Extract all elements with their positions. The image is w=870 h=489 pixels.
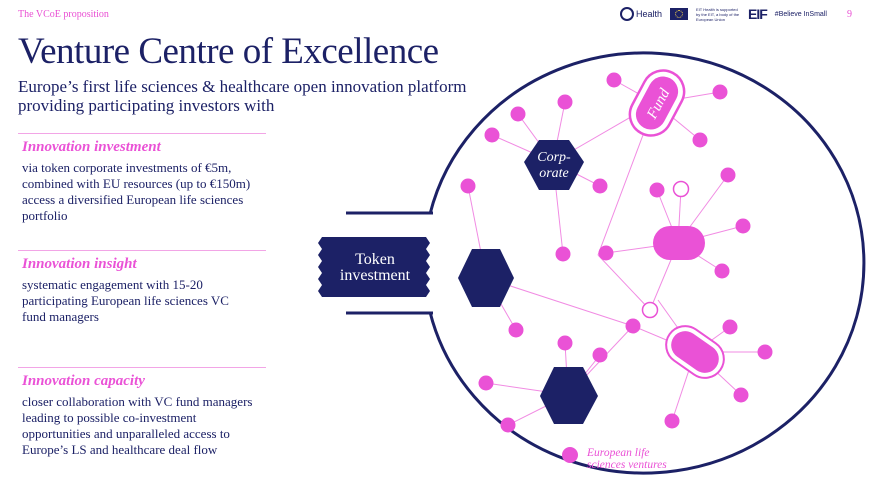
ticket-label-line1: Token (355, 251, 395, 268)
token-ticket (318, 237, 430, 297)
fund-pill-node (665, 325, 725, 379)
venture-dot (712, 84, 728, 100)
believe-in-small-logo: #Believe InSmall (774, 10, 827, 18)
section-label: The VCoE proposition (18, 9, 109, 20)
section-body-investment: via token corporate investments of €5m, … (22, 160, 292, 224)
body-line: combined with EU resources (up to €150m) (22, 176, 251, 191)
eif-logo: EIF (748, 6, 768, 22)
corporate-hexagon (458, 249, 514, 307)
venture-dot (500, 417, 516, 433)
body-line: Europe’s LS and healthcare deal flow (22, 442, 218, 457)
section-divider (18, 133, 266, 134)
body-line: systematic engagement with 15-20 (22, 277, 203, 292)
venture-dot (733, 387, 749, 403)
venture-dot (592, 347, 608, 363)
section-heading-capacity: Innovation capacity (22, 373, 145, 389)
venture-dot (460, 178, 476, 194)
venture-dot (557, 335, 573, 351)
venture-dot (720, 167, 736, 183)
section-body-capacity: closer collaboration with VC fund manage… (22, 394, 292, 458)
venture-dot (510, 106, 526, 122)
legend-dot (562, 447, 578, 463)
venture-dot (484, 127, 500, 143)
venture-dots (460, 72, 773, 433)
eit-ring-icon (620, 7, 634, 21)
body-line: closer collaboration with VC fund manage… (22, 394, 253, 409)
hollow-dot (672, 180, 690, 198)
venture-dot (649, 182, 665, 198)
venture-dot (735, 218, 751, 234)
corporate-hexagon (540, 367, 598, 424)
body-line: opportunities and unparalleled access to (22, 426, 230, 441)
section-heading-investment: Innovation investment (22, 139, 161, 155)
venture-dot (692, 132, 708, 148)
ticket-label-line2: investment (340, 267, 411, 284)
eit-health-logo: Health (620, 7, 662, 21)
corporate-label-line1: Corp- (537, 150, 571, 165)
network-links (467, 79, 765, 426)
body-line: participating European life sciences VC (22, 293, 229, 308)
ecosystem-circle (428, 51, 866, 475)
legend-label: European life sciences ventures (587, 447, 667, 471)
section-divider (18, 250, 266, 251)
venture-dot (555, 246, 571, 262)
venture-dot (592, 178, 608, 194)
page-title: Venture Centre of Excellence (18, 31, 439, 72)
eu-support-text: EIT Health is supported by the EIT, a bo… (696, 6, 740, 22)
venture-dot (557, 94, 573, 110)
body-line: portfolio (22, 208, 68, 223)
venture-dot (598, 245, 614, 261)
body-line: leading to possible co-investment (22, 410, 197, 425)
eu-flag-icon (670, 8, 689, 20)
venture-dot (625, 318, 641, 334)
body-line: via token corporate investments of €5m, (22, 160, 232, 175)
section-body-insight: systematic engagement with 15-20 partici… (22, 277, 292, 325)
venture-dot (478, 375, 494, 391)
venture-dot (757, 344, 773, 360)
body-line: fund managers (22, 309, 99, 324)
partner-logos: Health EIT Health is supported by the EI… (620, 4, 827, 24)
venture-dot (722, 319, 738, 335)
page-number: 9 (847, 9, 852, 20)
corporate-hexagon (524, 140, 584, 190)
venture-dot (714, 263, 730, 279)
body-line: access a diversified European life scien… (22, 192, 244, 207)
fund-node: Fund (628, 69, 686, 137)
venture-dot (508, 322, 524, 338)
hollow-dot (641, 301, 659, 319)
section-divider (18, 367, 266, 368)
section-heading-insight: Innovation insight (22, 256, 137, 272)
page-subtitle: Europe’s first life sciences & healthcar… (18, 77, 467, 115)
fund-pill-node (653, 226, 705, 260)
venture-dot (606, 72, 622, 88)
corporate-label-line2: orate (539, 166, 569, 181)
venture-dot (664, 413, 680, 429)
